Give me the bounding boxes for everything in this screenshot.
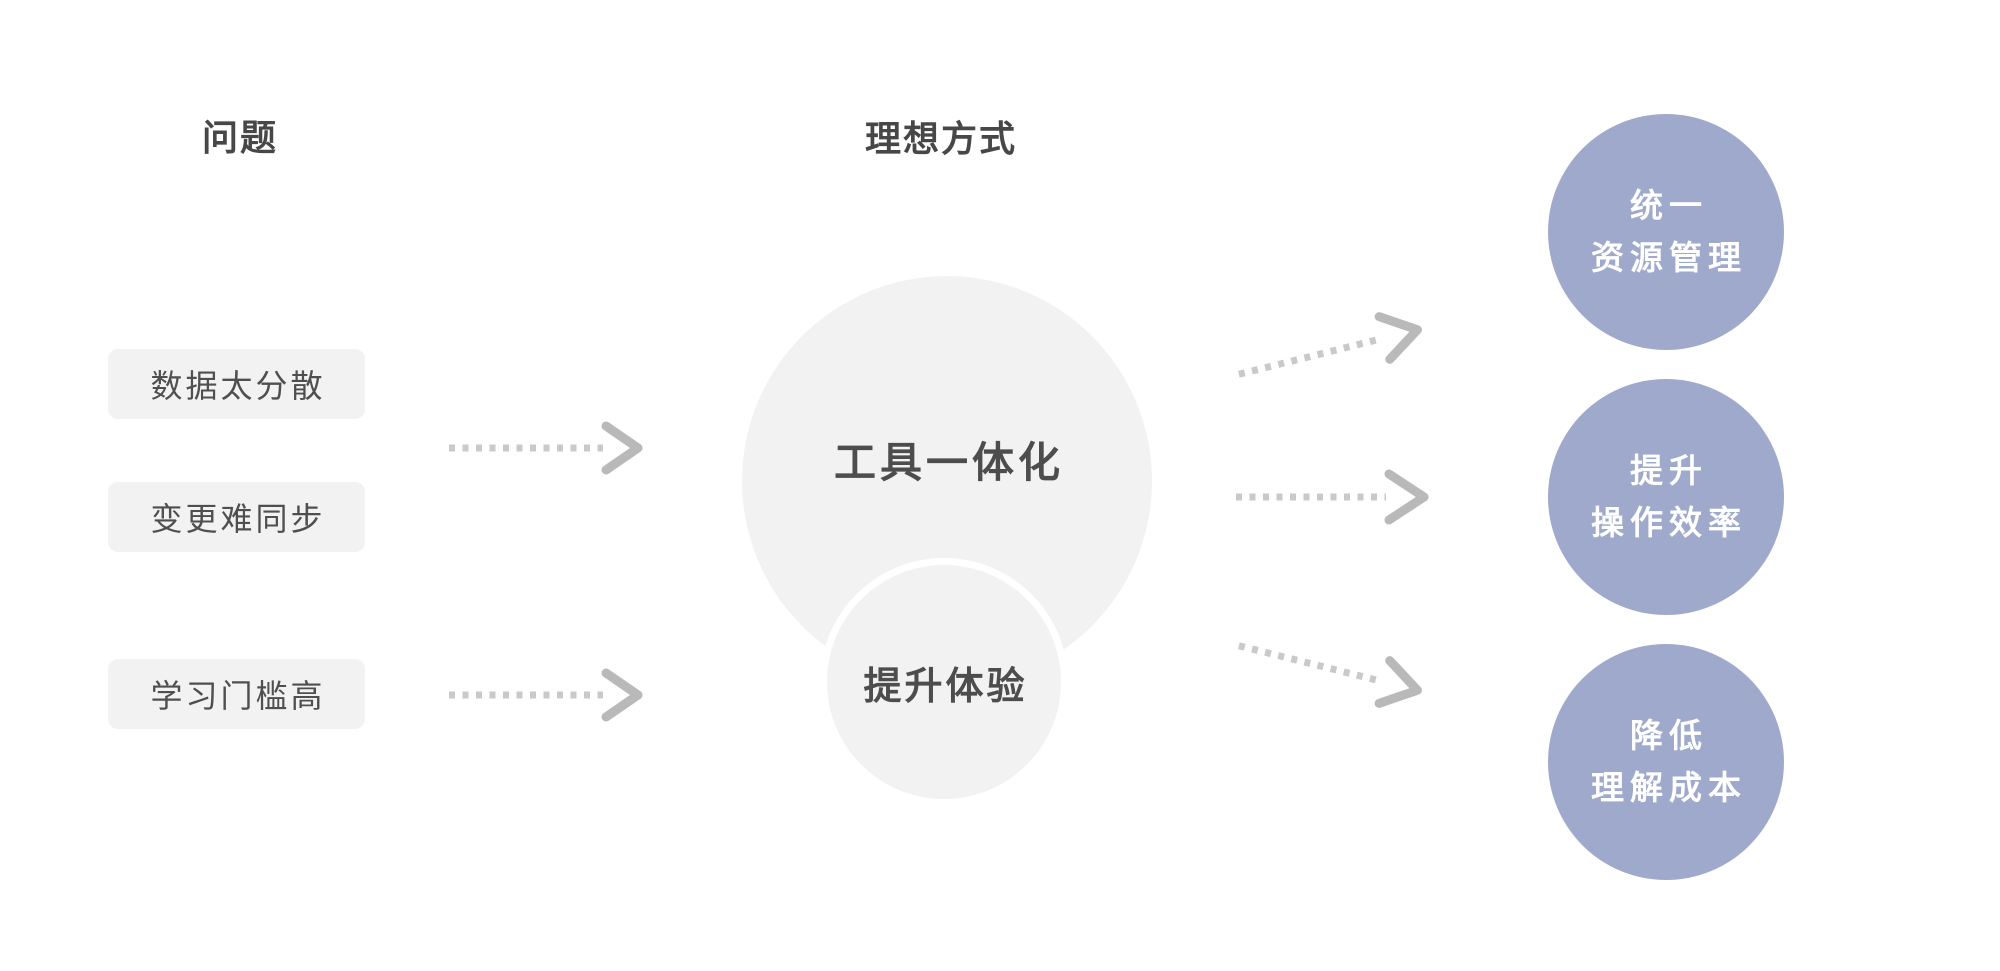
problem-box-label: 数据太分散 xyxy=(150,368,326,404)
outcome-circle-reduce-understanding-cost: 降低 理解成本 xyxy=(1548,644,1784,880)
problem-box-learning-curve: 学习门槛高 xyxy=(108,659,365,729)
problem-box-label: 学习门槛高 xyxy=(150,678,326,714)
ideal-sub-circle: 提升体验 xyxy=(820,558,1068,806)
outcome-circle-improve-operation-efficiency: 提升 操作效率 xyxy=(1548,379,1784,615)
problem-box-data-scattered: 数据太分散 xyxy=(108,349,365,419)
dotted-arrow-icon xyxy=(1236,469,1429,525)
outcome-circle-unified-resource-management: 统一 资源管理 xyxy=(1548,114,1784,350)
outcome-label-line: 提升 xyxy=(1630,452,1708,489)
outcome-label-line: 降低 xyxy=(1630,717,1708,754)
problems-column-header: 问题 xyxy=(201,117,278,158)
outcome-label-line: 资源管理 xyxy=(1591,239,1747,276)
dotted-arrow-icon xyxy=(1238,642,1422,708)
problem-box-change-sync: 变更难同步 xyxy=(108,482,365,552)
outcome-label-line: 操作效率 xyxy=(1591,504,1747,541)
dotted-arrow-icon xyxy=(449,668,643,722)
problem-box-label: 变更难同步 xyxy=(150,501,326,537)
ideal-sub-circle-label: 提升体验 xyxy=(863,665,1028,708)
ideal-main-circle-label: 工具一体化 xyxy=(833,438,1064,486)
dotted-arrow-icon xyxy=(449,421,643,475)
ideal-column-header: 理想方式 xyxy=(864,118,1017,159)
outcome-label-line: 统一 xyxy=(1630,187,1708,224)
outcome-label-line: 理解成本 xyxy=(1591,769,1747,806)
dotted-arrow-icon xyxy=(1238,312,1422,378)
